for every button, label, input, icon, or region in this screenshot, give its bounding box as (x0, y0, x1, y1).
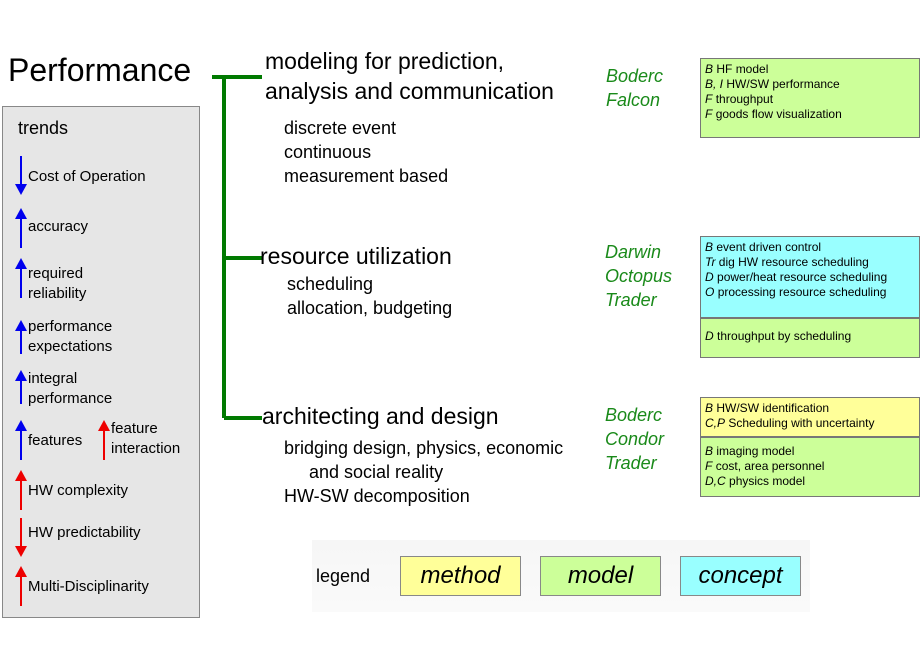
cell-line: F goods flow visualization (705, 107, 915, 122)
cell-line-text: goods flow visualization (715, 107, 842, 121)
arrow-up-icon (14, 566, 28, 606)
section-architecting-projects: Boderc Condor Trader (605, 405, 665, 473)
trend-accuracy: accuracy (28, 218, 89, 235)
trend-hw-complexity: HW complexity (28, 482, 129, 499)
cell-line-tag: B (705, 401, 714, 415)
trend-integral-performance: integral performance (28, 370, 113, 407)
cell-line: B event driven control (705, 240, 915, 255)
arrow-up-icon (14, 320, 28, 354)
arrow-up-icon (14, 470, 28, 510)
cell-line: F throughput (705, 92, 915, 107)
section-architecting-title: architecting and design (262, 403, 499, 429)
cell-line-text: event driven control (716, 240, 822, 254)
cell-line: D throughput by scheduling (705, 329, 915, 344)
trend-cost-of-operation: Cost of Operation (28, 168, 146, 185)
section-modeling-projects: Boderc Falcon (606, 66, 664, 110)
trend-performance-expectations: performance expectations (28, 318, 113, 355)
arrow-down-icon (14, 518, 28, 558)
cell-line: D,C physics model (705, 474, 915, 489)
cell-line-tag: C,P (705, 416, 726, 430)
section-modeling-title: modeling for prediction, analysis and co… (265, 48, 554, 104)
cell-line-tag: O (705, 285, 715, 299)
cell-line-tag: B, I (705, 77, 724, 91)
cell-line: Tr dig HW resource scheduling (705, 255, 915, 270)
cell-line-tag: B (705, 62, 714, 76)
trend-features: features (28, 432, 83, 449)
cell-line-tag: B (705, 240, 714, 254)
cell-line-tag: B (705, 444, 714, 458)
cell-line-tag: F (705, 459, 713, 473)
cell-line: C,P Scheduling with uncertainty (705, 416, 915, 431)
arrow-up-icon (14, 370, 28, 404)
legend-method: method (400, 556, 521, 596)
section-resource-subtopics: scheduling allocation, budgeting (287, 274, 453, 318)
arrow-up-icon (14, 258, 28, 298)
legend-model: model (540, 556, 661, 596)
cell-line-tag: F (705, 107, 713, 121)
cell-line-tag: D (705, 270, 714, 284)
trend-feature-interaction: feature interaction (111, 420, 181, 457)
cell-line: B HW/SW identification (705, 401, 915, 416)
cell-line-text: processing resource scheduling (717, 285, 887, 299)
cell-line-text: throughput by scheduling (717, 329, 852, 343)
legend-label: legend (316, 566, 371, 586)
cell-line: O processing resource scheduling (705, 285, 915, 300)
arrow-up-icon (14, 208, 28, 248)
arrow-up-icon (97, 420, 111, 460)
model-cell-resource: D throughput by scheduling (700, 318, 920, 358)
trend-multi-disciplinarity: Multi-Disciplinarity (28, 578, 149, 595)
cell-line-text: dig HW resource scheduling (718, 255, 869, 269)
cell-line-text: cost, area personnel (715, 459, 825, 473)
cell-line-text: Scheduling with uncertainty (728, 416, 875, 430)
cell-line: B imaging model (705, 444, 915, 459)
section-resource-projects: Darwin Octopus Trader (605, 242, 673, 310)
arrow-up-icon (14, 420, 28, 460)
section-resource-title: resource utilization (260, 243, 452, 269)
cell-line-tag: Tr (705, 255, 716, 269)
cell-line-text: HF model (716, 62, 769, 76)
cell-line-text: HW/SW performance (726, 77, 840, 91)
cell-line: B, I HW/SW performance (705, 77, 915, 92)
cell-line-text: HW/SW identification (716, 401, 830, 415)
cell-line: B HF model (705, 62, 915, 77)
cell-line-tag: D,C (705, 474, 726, 488)
cell-line-text: power/heat resource scheduling (717, 270, 888, 284)
arrow-down-icon (14, 156, 28, 196)
cell-line: F cost, area personnel (705, 459, 915, 474)
section-architecting-subtopics: bridging design, physics, economic and s… (284, 438, 564, 506)
cell-line-tag: F (705, 92, 713, 106)
cell-line-text: imaging model (716, 444, 795, 458)
cell-line: D power/heat resource scheduling (705, 270, 915, 285)
trends-panel (2, 106, 200, 618)
section-modeling-subtopics: discrete event continuous measurement ba… (284, 118, 449, 186)
cell-line-text: throughput (715, 92, 774, 106)
cell-line-tag: D (705, 329, 714, 343)
cell-line-text: physics model (729, 474, 806, 488)
legend-concept: concept (680, 556, 801, 596)
trend-hw-predictability: HW predictability (28, 524, 141, 541)
page-title: Performance (8, 52, 192, 88)
trends-heading: trends (18, 118, 69, 138)
trend-required-reliability: required reliability (28, 265, 87, 302)
